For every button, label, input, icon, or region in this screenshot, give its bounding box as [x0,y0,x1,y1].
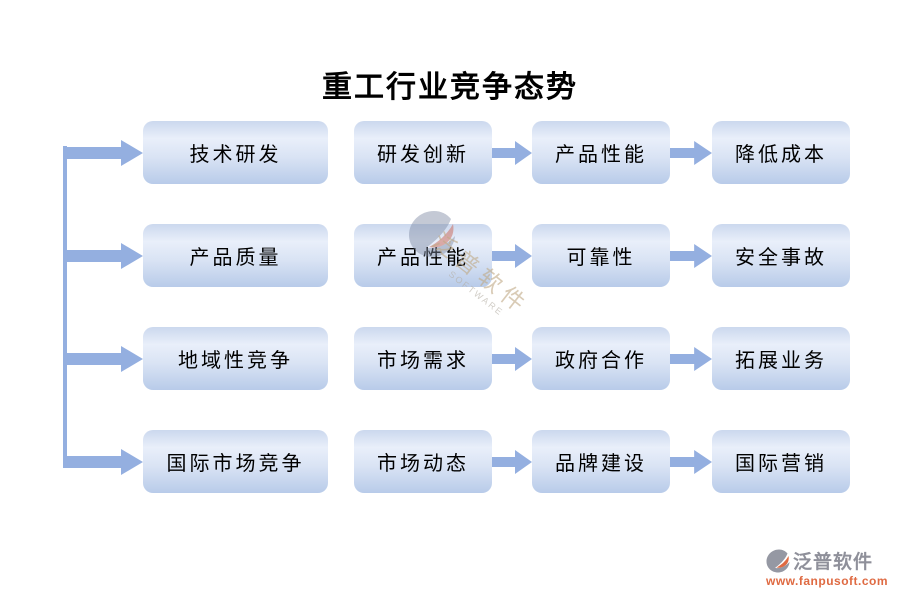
arrow-right-icon [670,449,712,475]
arrow-right-icon [492,243,532,269]
diagram-title: 重工行业竞争态势 [322,71,578,104]
fanpu-logo-icon [766,549,790,572]
arrow-right-icon [63,346,143,372]
arrow-right-icon [492,140,532,166]
node-box: 政府合作 [532,327,670,390]
bracket-line [63,146,67,468]
arrow-right-icon [63,243,143,269]
website-url[interactable]: www.fanpusoft.com [766,574,889,588]
node-box: 品牌建设 [532,430,670,493]
node-box: 可靠性 [532,224,670,287]
node-box: 拓展业务 [712,327,850,390]
node-box: 产品性能 [354,224,492,287]
node-box: 降低成本 [712,121,850,184]
node-box: 市场需求 [354,327,492,390]
arrow-right-icon [63,140,143,166]
node-box: 技术研发 [143,121,328,184]
node-box: 研发创新 [354,121,492,184]
arrow-right-icon [670,140,712,166]
node-box: 地域性竞争 [143,327,328,390]
node-box: 国际市场竞争 [143,430,328,493]
arrow-right-icon [670,346,712,372]
node-box: 市场动态 [354,430,492,493]
brand-footer: 泛普软件 www.fanpusoft.com [766,547,900,588]
arrow-right-icon [63,449,143,475]
node-box: 国际营销 [712,430,850,493]
brand-name: 泛普软件 [793,552,874,573]
arrow-right-icon [492,449,532,475]
arrow-right-icon [492,346,532,372]
node-box: 产品质量 [143,224,328,287]
node-box: 产品性能 [532,121,670,184]
arrow-right-icon [670,243,712,269]
node-box: 安全事故 [712,224,850,287]
